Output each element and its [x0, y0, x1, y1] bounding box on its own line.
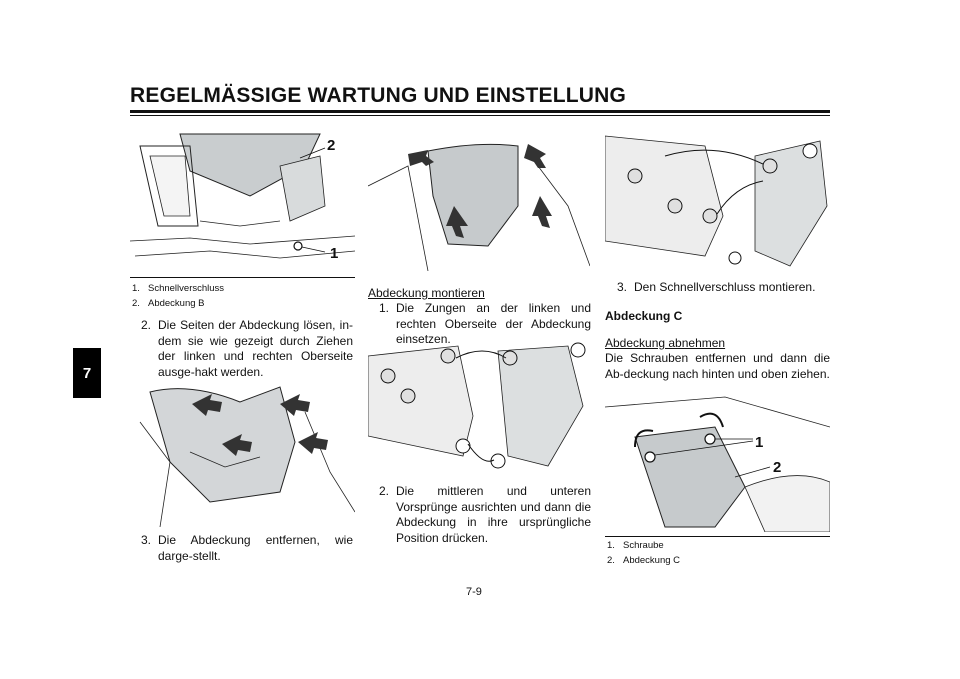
- caption-rule-right: [605, 536, 830, 537]
- subheading-remove: Abdeckung abnehmen: [605, 336, 726, 350]
- page-number: 7-9: [466, 586, 482, 598]
- figure-cover-removal: [130, 382, 355, 527]
- figure-cover-b: 2 1: [130, 126, 355, 271]
- cover-c-illustration: 1 2: [605, 396, 830, 532]
- chapter-tab: 7: [73, 348, 101, 398]
- figure-quick-fastener: [605, 126, 830, 271]
- caption-item: 1.Schnellverschluss: [132, 283, 225, 294]
- install-align-illustration: [368, 342, 586, 469]
- cover-b-illustration: 2 1: [130, 133, 355, 262]
- heading-cover-c: Abdeckung C: [605, 309, 683, 323]
- caption-item: 2.Abdeckung C: [607, 555, 681, 566]
- figure-c-caption: 1.Schraube 2.Abdeckung C: [607, 538, 680, 568]
- caption-item: 1.Schraube: [607, 540, 664, 551]
- step-2-middle: 2. Die mittleren und unteren Vorsprünge …: [379, 484, 591, 545]
- paragraph-remove: Die Schrauben entfernen und dann die Ab-…: [605, 351, 830, 381]
- figure-cover-c: 1 2: [605, 387, 830, 532]
- callout-2-right: 2: [773, 459, 781, 476]
- step-2-left: 2. Die Seiten der Abdeckung lösen, in-de…: [141, 318, 353, 379]
- caption-rule: [130, 277, 355, 278]
- quick-fastener-illustration: [605, 135, 828, 267]
- header-rule-thin: [130, 115, 830, 116]
- page-title: REGELMÄSSIGE WARTUNG UND EINSTELLUNG: [130, 84, 627, 107]
- step-1-middle: 1. Die Zungen an der linken und rechten …: [379, 301, 591, 346]
- subheading-install: Abdeckung montieren: [368, 286, 485, 300]
- step-3-left: 3. Die Abdeckung entfernen, wie darge-st…: [141, 533, 353, 563]
- step-3-right: 3. Den Schnellverschluss montieren.: [617, 280, 816, 294]
- callout-1: 1: [330, 245, 338, 262]
- cover-removal-illustration: [139, 386, 355, 527]
- figure1-caption: 1.Schnellverschluss 2.Abdeckung B: [132, 281, 224, 311]
- install-tongues-illustration: [368, 143, 590, 271]
- caption-item: 2.Abdeckung B: [132, 298, 205, 309]
- callout-1-right: 1: [755, 434, 763, 451]
- figure-install-align: [368, 336, 590, 476]
- callout-2: 2: [327, 137, 335, 154]
- figure-install-tongues: [368, 126, 590, 271]
- header-rule: [130, 110, 830, 113]
